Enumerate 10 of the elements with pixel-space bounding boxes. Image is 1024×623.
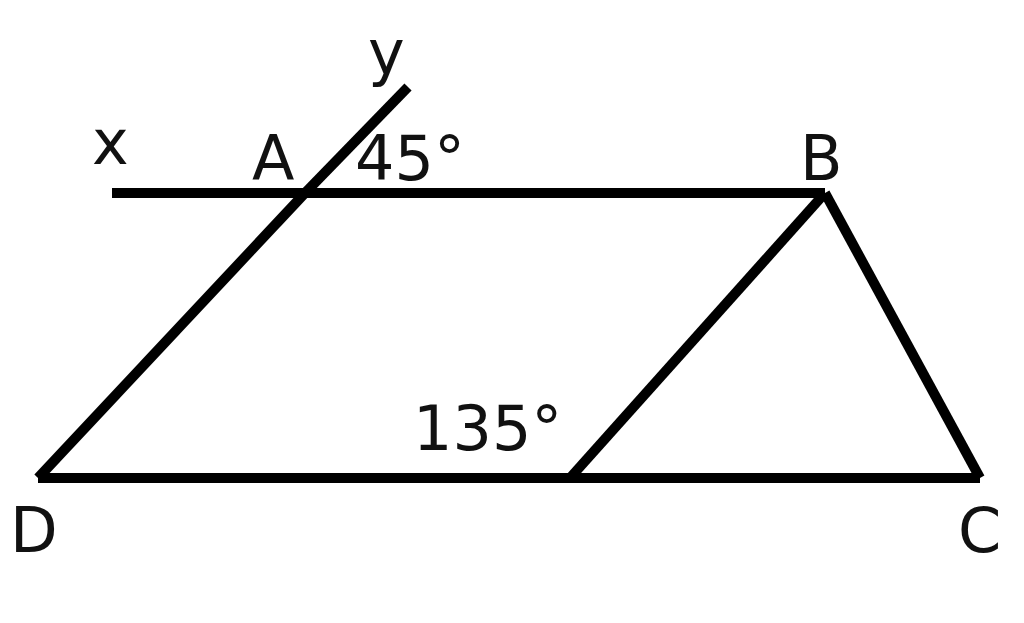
point-label: B xyxy=(800,128,843,190)
point-label: A xyxy=(252,128,295,190)
point-label: D xyxy=(10,500,58,562)
point-label: C xyxy=(958,500,1002,562)
angle-label: 135° xyxy=(413,398,563,460)
angle-label: 45° xyxy=(355,128,465,190)
line-segment xyxy=(112,188,305,198)
line-segment xyxy=(38,473,980,483)
line-segment xyxy=(305,188,825,198)
line-label: x xyxy=(92,112,129,174)
